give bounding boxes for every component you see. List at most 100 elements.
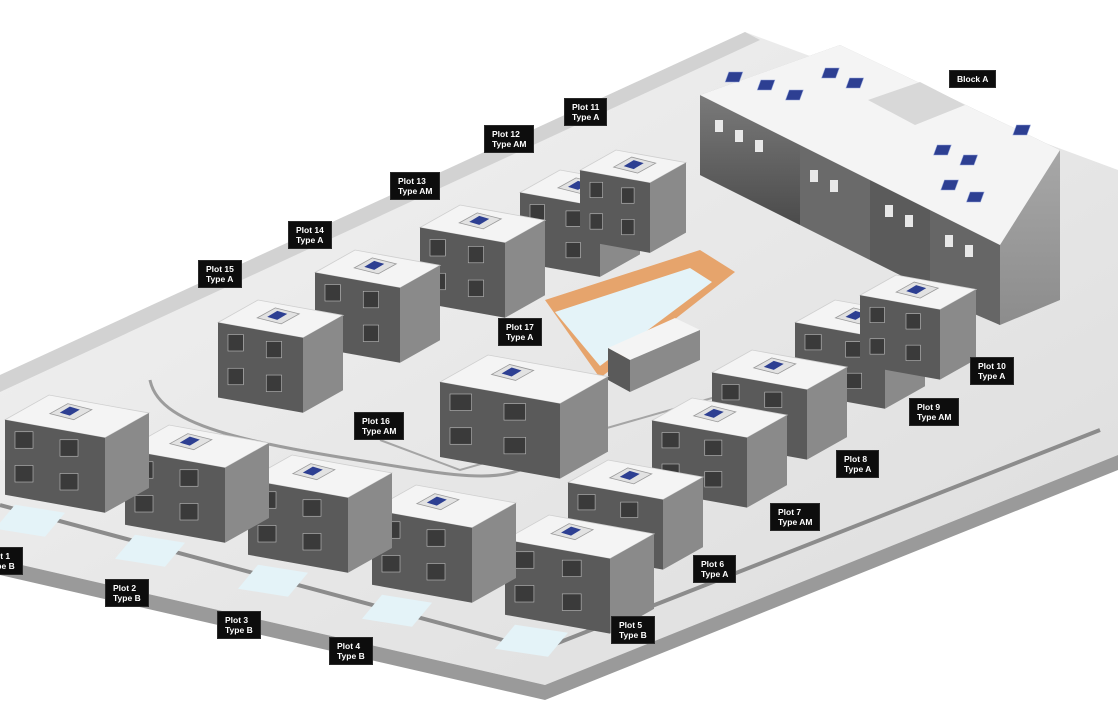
house-window xyxy=(845,372,863,389)
house-window xyxy=(381,555,401,573)
house-block xyxy=(216,299,345,413)
houses-layer xyxy=(0,149,978,657)
house-window xyxy=(704,471,723,488)
label-plot-15: Plot 15 Type A xyxy=(199,261,241,287)
house-side-wall xyxy=(472,503,516,603)
house-window xyxy=(804,334,822,351)
house-window xyxy=(620,501,639,518)
house-window xyxy=(362,290,379,309)
house-block xyxy=(0,394,151,537)
solar-panel-icon xyxy=(906,285,927,295)
pool-house-wall-side xyxy=(630,330,700,392)
house-side-wall xyxy=(747,415,787,508)
house-window xyxy=(449,393,472,411)
label-plot-16: Plot 16 Type AM xyxy=(355,413,404,439)
label-block-a: Block A xyxy=(950,71,996,87)
solar-panel-icon xyxy=(469,215,490,225)
house-window xyxy=(905,313,921,330)
label-plot-11: Plot 11 Type A xyxy=(565,99,607,125)
house-side-wall xyxy=(807,367,847,460)
pool-house-wall xyxy=(608,348,630,392)
house-window xyxy=(14,431,34,449)
house-window xyxy=(467,279,484,297)
house-block xyxy=(418,204,547,318)
house-window xyxy=(561,593,582,611)
house-window xyxy=(869,306,885,323)
house-side-wall xyxy=(663,477,703,570)
solar-panel-icon xyxy=(703,408,724,418)
house-window xyxy=(179,469,199,487)
house-window xyxy=(362,324,379,342)
house-block xyxy=(578,149,688,253)
label-plot-10: Plot 10 Type A xyxy=(971,358,1013,384)
house-side-wall xyxy=(348,473,392,573)
house-block xyxy=(650,397,789,508)
house-block xyxy=(115,424,271,567)
house-window xyxy=(561,559,582,577)
solar-panel-icon xyxy=(302,466,323,476)
house-window xyxy=(721,384,740,401)
house-window xyxy=(265,374,282,392)
house-window xyxy=(869,338,885,355)
house-window xyxy=(426,529,446,547)
house-side-wall xyxy=(650,162,686,253)
house-side-wall xyxy=(940,289,976,380)
house-window xyxy=(589,213,603,230)
label-plot-6: Plot 6 Type A xyxy=(694,556,736,582)
house-window xyxy=(265,340,282,359)
house-window xyxy=(589,181,603,198)
house-window xyxy=(503,437,526,455)
house-window xyxy=(59,473,79,491)
house-window xyxy=(429,239,446,257)
label-plot-12: Plot 12 Type AM xyxy=(485,126,534,152)
house-block xyxy=(495,514,656,657)
house-window xyxy=(503,403,526,421)
house-pool xyxy=(238,564,308,597)
block-a-building xyxy=(700,45,1060,325)
solar-panel-icon xyxy=(619,470,640,480)
house-window xyxy=(134,495,154,513)
house-window xyxy=(621,219,635,236)
label-plot-8: Plot 8 Type A xyxy=(837,451,879,477)
house-side-wall xyxy=(400,265,440,363)
house-pool xyxy=(0,504,65,537)
house-window xyxy=(227,367,244,386)
house-side-wall xyxy=(560,376,608,479)
house-window xyxy=(621,187,635,204)
house-pool xyxy=(362,594,432,627)
house-window xyxy=(426,563,446,581)
house-block xyxy=(238,454,394,597)
solar-panel-icon xyxy=(763,360,784,370)
house-window xyxy=(577,494,596,511)
house-window xyxy=(257,525,277,543)
label-plot-2: Plot 2 Type B xyxy=(106,580,148,606)
house-window xyxy=(514,551,535,569)
house-window xyxy=(514,585,535,603)
house-window xyxy=(14,465,34,483)
house-window xyxy=(764,391,783,408)
label-plot-4: Plot 4 Type B xyxy=(330,638,372,664)
house-block xyxy=(362,484,518,627)
house-side-wall xyxy=(303,315,343,413)
house-window xyxy=(59,439,79,457)
solar-panel-icon xyxy=(267,310,288,320)
pool-house-roof xyxy=(608,318,700,360)
house-window xyxy=(324,284,341,302)
house-pool xyxy=(495,624,568,657)
solar-panel-icon xyxy=(724,67,1031,203)
house-window xyxy=(704,439,723,456)
label-plot-7: Plot 7 Type AM xyxy=(771,504,820,530)
solar-panel-icon xyxy=(561,526,582,536)
solar-panel-icon xyxy=(426,496,447,506)
solar-panel-icon xyxy=(179,436,200,446)
label-plot-9: Plot 9 Type AM xyxy=(910,399,959,425)
label-plot-3: Plot 3 Type B xyxy=(218,612,260,638)
house-side-wall xyxy=(610,533,654,634)
house-side-wall xyxy=(105,413,149,513)
house-pool xyxy=(115,534,185,567)
house-window xyxy=(661,432,680,449)
house-window xyxy=(467,246,484,264)
label-plot-1: Plot 1 Type B xyxy=(0,548,22,574)
house-side-wall xyxy=(505,220,545,318)
